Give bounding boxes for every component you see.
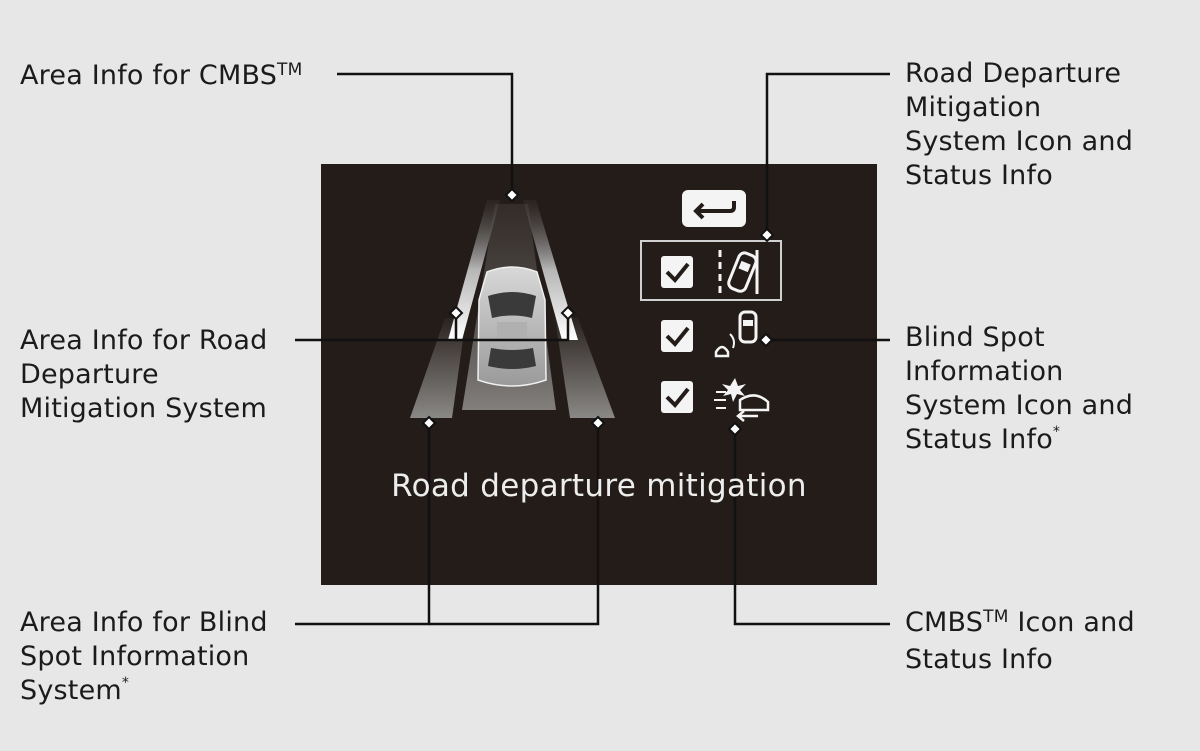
label-bsi-area-line1: Area Info for Blind xyxy=(20,607,268,638)
label-bsi-icon-line1: Blind Spot xyxy=(905,322,1045,353)
marker-bsi-right xyxy=(590,415,606,431)
label-rdm-icon-line1: Road Departure xyxy=(905,58,1122,89)
cmbs-checkbox[interactable] xyxy=(661,381,693,413)
label-rdm-area-line2: Departure xyxy=(20,359,159,390)
marker-cmbs-icon xyxy=(727,421,743,437)
label-rdm-area-line1: Area Info for Road xyxy=(20,325,268,356)
label-rdm-area-line3: Mitigation System xyxy=(20,393,267,424)
label-cmbs-icon: CMBSTM Icon and Status Info xyxy=(905,606,1135,677)
bsi-checkbox[interactable] xyxy=(661,320,693,352)
label-bsi-icon-line3: System Icon and xyxy=(905,390,1134,421)
leader-rdm-area xyxy=(295,312,458,342)
leader-cmbs-area xyxy=(337,72,514,195)
label-rdm-area: Area Info for Road Departure Mitigation … xyxy=(20,324,267,426)
label-cmbs-area-tm: TM xyxy=(277,60,303,80)
label-bsi-area-asterisk: * xyxy=(121,675,130,691)
marker-rdm-icon xyxy=(759,227,775,243)
leader-rdm-area-right xyxy=(456,312,570,342)
label-bsi-icon-line2: Information xyxy=(905,356,1064,387)
back-arrow-icon[interactable] xyxy=(682,190,746,227)
label-bsi-area-line2: Spot Information xyxy=(20,641,250,672)
marker-bsi-icon xyxy=(758,332,774,348)
label-bsi-area: Area Info for Blind Spot Information Sys… xyxy=(20,606,268,708)
leader-lines xyxy=(295,72,890,626)
screen-caption: Road departure mitigation xyxy=(391,468,807,504)
label-rdm-icon-line2: Mitigation xyxy=(905,92,1042,123)
label-cmbs-icon-line2: Status Info xyxy=(905,644,1053,675)
label-rdm-icon-line4: Status Info xyxy=(905,160,1053,191)
bsi-area-left xyxy=(410,318,466,418)
rdm-selection-frame xyxy=(640,240,782,301)
blind-spot-cars-icon xyxy=(714,310,758,358)
marker-bsi-left xyxy=(421,415,437,431)
label-cmbs-area: Area Info for CMBSTM xyxy=(20,59,303,96)
marker-cmbs-area xyxy=(504,187,520,203)
leader-rdm-icon xyxy=(765,72,890,235)
marker-rdm-right xyxy=(560,305,576,321)
label-cmbs-icon-text: CMBS xyxy=(905,607,984,638)
bsi-area-right xyxy=(555,318,615,418)
car-top-view-icon xyxy=(477,266,547,387)
leader-bsi-area xyxy=(295,423,431,626)
label-bsi-icon-asterisk: * xyxy=(1052,424,1061,440)
label-bsi-icon: Blind Spot Information System Icon and S… xyxy=(905,321,1133,457)
label-cmbs-icon-rest: Icon and xyxy=(1008,607,1135,638)
collision-braking-icon xyxy=(714,378,770,422)
label-rdm-icon-line3: System Icon and xyxy=(905,126,1134,157)
label-cmbs-area-text: Area Info for CMBS xyxy=(20,60,278,91)
leader-cmbs-icon xyxy=(733,430,890,626)
label-bsi-area-line3: System xyxy=(20,675,122,706)
label-rdm-icon: Road Departure Mitigation System Icon an… xyxy=(905,57,1133,193)
label-bsi-icon-line4: Status Info xyxy=(905,424,1053,455)
leader-markers xyxy=(421,187,775,437)
lane-departure-car-icon xyxy=(718,250,759,294)
label-cmbs-icon-tm: TM xyxy=(983,607,1009,627)
rdm-checkbox[interactable] xyxy=(661,256,693,288)
leader-bsi-area-right xyxy=(429,423,600,626)
marker-rdm-left xyxy=(448,305,464,321)
